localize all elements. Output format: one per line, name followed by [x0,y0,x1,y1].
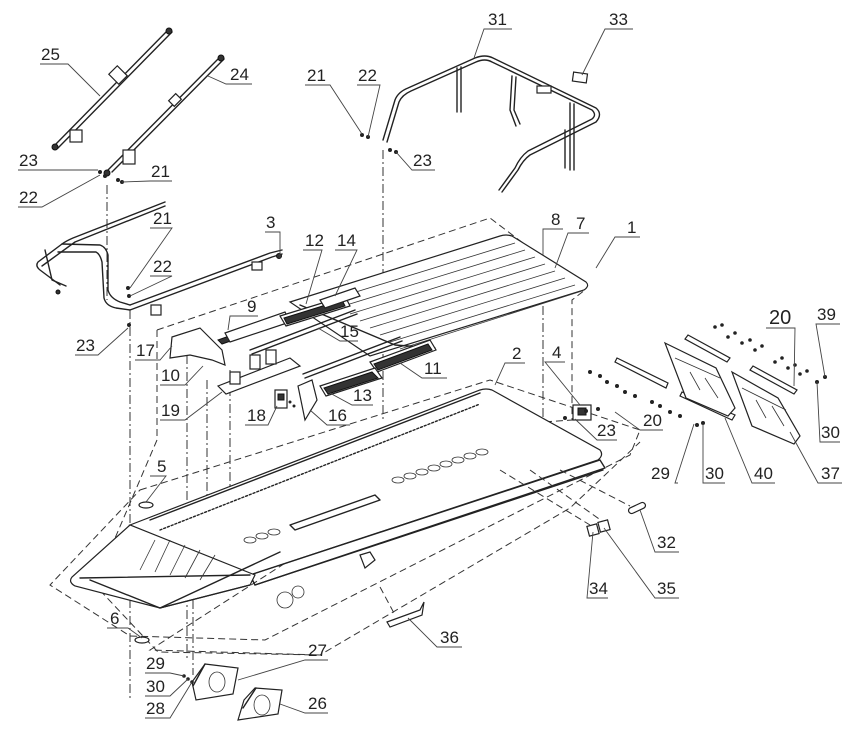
callout-10: 10 [161,366,180,385]
part-13-footrest [319,367,383,397]
part-15-rail [249,309,403,379]
callout-30: 30 [705,464,724,483]
callout-7: 7 [576,214,585,233]
callout-26: 26 [308,694,327,713]
part-37-panel-right [730,370,801,445]
callout-labels: 25 24 23 21 22 21 22 31 33 23 21 22 3 12… [19,10,840,718]
callout-40: 40 [754,464,773,483]
callout-39: 39 [817,305,836,324]
part-18-bracket [274,389,288,409]
callout-5: 5 [157,457,166,476]
part-19-bracket [216,349,302,395]
part-17-guard [169,327,226,366]
part-33-badge [571,71,589,84]
callout-6: 6 [110,609,119,628]
callout-23: 23 [597,421,616,440]
callout-3: 3 [266,213,275,232]
callout-35: 35 [657,579,676,598]
callout-30: 30 [146,677,165,696]
callout-4: 4 [552,343,561,362]
callout-33: 33 [609,10,628,29]
callout-23: 23 [413,151,432,170]
callout-23: 23 [76,336,95,355]
callout-31: 31 [488,10,507,29]
callout-34: 34 [589,579,608,598]
part-5-grommet [138,501,154,509]
callout-19: 19 [161,401,180,420]
callout-15: 15 [340,322,359,341]
front-hoop [36,201,283,316]
upper-deck [288,234,589,357]
group-outline-1 [148,217,586,656]
callout-22: 22 [358,66,377,85]
part-20-strip-left [614,357,669,389]
part-27-plate [191,663,239,701]
callout-21: 21 [153,209,172,228]
callout-8: 8 [551,210,560,229]
callout-27: 27 [308,641,327,660]
part-24-rail [103,54,225,177]
callout-37: 37 [821,464,840,483]
part-20-strip-right [684,334,798,395]
part-26-plate [237,687,283,721]
callout-11: 11 [424,359,442,378]
fastener-dots [588,323,809,418]
callout-22: 22 [153,257,172,276]
part-2-tunnel-frame [69,388,606,609]
callout-17: 17 [136,341,155,360]
callout-28: 28 [146,699,165,718]
callout-25: 25 [41,45,60,64]
callout-16: 16 [328,406,347,425]
callout-20: 20 [643,411,662,430]
callout-32: 32 [657,533,676,552]
callout-24: 24 [230,65,249,84]
callout-22: 22 [19,188,38,207]
callout-20: 20 [769,307,791,329]
callout-2: 2 [512,344,521,363]
group-outline-deck [94,330,641,656]
part-36-guard [386,601,425,628]
part-6-grommet [134,636,150,644]
callout-1: 1 [627,218,636,237]
part-16-plate [288,379,318,422]
callout-12: 12 [305,231,324,250]
callout-36: 36 [440,628,459,647]
part-4-bracket [572,404,592,421]
part-31-roll-bar [382,55,601,193]
callout-21: 21 [307,66,326,85]
callout-30: 30 [821,423,840,442]
callout-13: 13 [353,386,372,405]
callout-underlines [40,63,252,85]
part-14-footrest [319,287,361,309]
callout-29: 29 [651,464,670,483]
callout-9: 9 [247,297,256,316]
part-37-panel-left [663,341,736,417]
part-34-35-decals [586,519,611,537]
callout-23: 23 [19,151,38,170]
part-32-reflector [627,501,647,515]
callout-18: 18 [247,406,266,425]
part-25-rail [51,27,173,151]
callout-14: 14 [337,231,356,250]
callout-21: 21 [151,162,170,181]
callout-29: 29 [146,654,165,673]
